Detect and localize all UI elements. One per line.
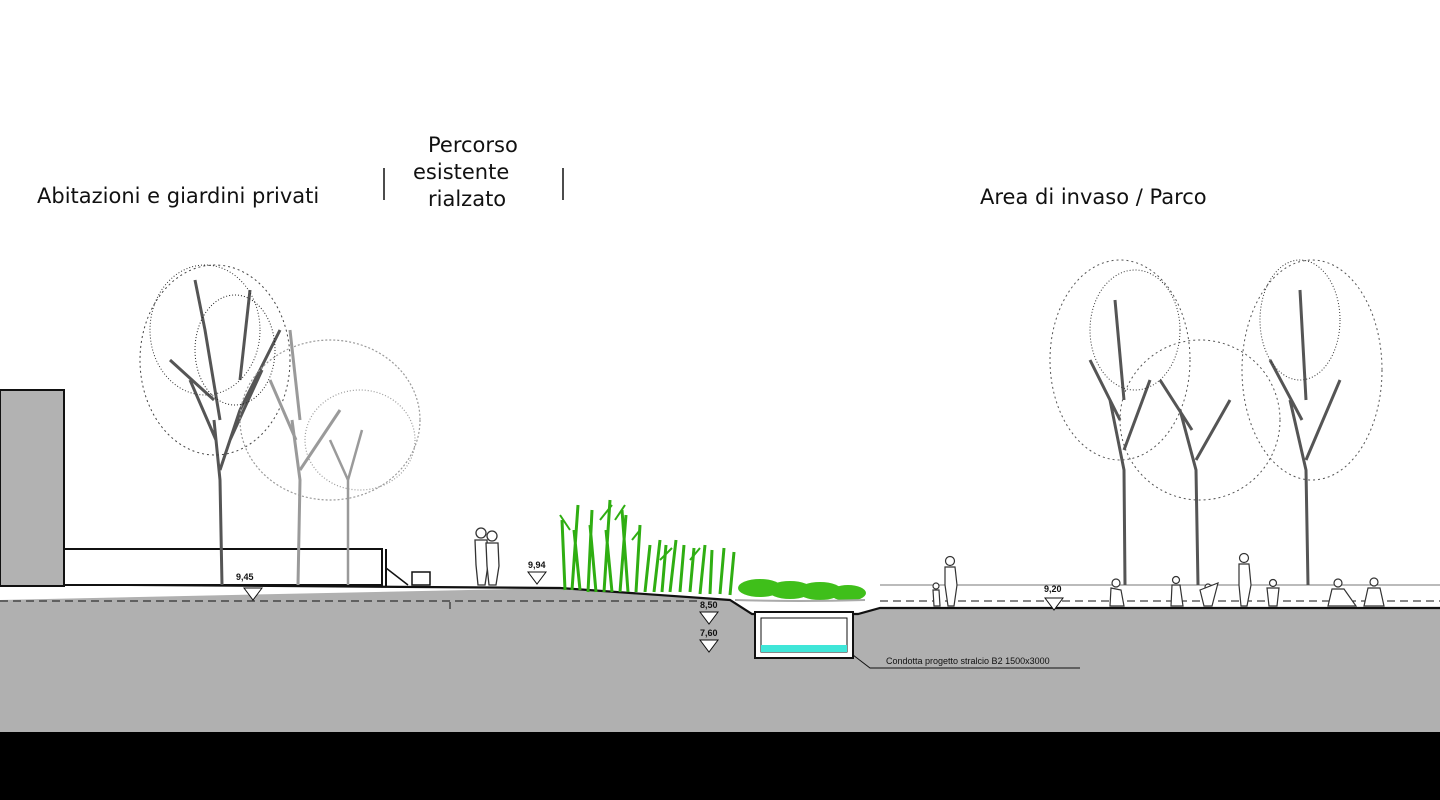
- tree-dark-right-1: [1049, 259, 1191, 586]
- zone-label-path-line-2: esistente: [413, 160, 510, 184]
- zone-label-path-line-1: Percorso: [428, 133, 518, 157]
- reed-vegetation: [559, 499, 736, 596]
- elevation-marker-park: 9,20: [1044, 584, 1064, 611]
- elevation-channel-bottom-text: 7,60: [700, 628, 718, 638]
- elevation-channel-top-text: 8,50: [700, 600, 718, 610]
- tree-dark-left-1: [139, 264, 291, 586]
- ground-profile-line: [0, 582, 1440, 616]
- bench-block: [411, 571, 431, 586]
- conduit-leader-line: [852, 654, 1080, 669]
- conduit-note-text: Condotta progetto stralcio B2 1500x3000: [886, 656, 1050, 666]
- elevation-path-text: 9,94: [528, 560, 546, 570]
- tree-dark-right-2: [1119, 339, 1281, 586]
- shrub-soil-line: [734, 599, 866, 602]
- ramp-step: [385, 567, 409, 586]
- bottom-black-band: [0, 732, 1440, 800]
- elevation-garden-text: 9,45: [236, 572, 254, 582]
- zone-label-path-line-3: rialzato: [428, 187, 507, 211]
- zone-label-park: Area di invaso / Parco: [980, 185, 1207, 209]
- elevation-park-text: 9,20: [1044, 584, 1062, 594]
- elevation-marker-channel-top: 8,50: [699, 600, 719, 625]
- tree-dark-right-3: [1241, 259, 1383, 586]
- tree-light-left-2: [239, 329, 421, 586]
- zone-label-houses: Abitazioni e giardini privati: [37, 184, 320, 208]
- park-people: [932, 552, 1385, 607]
- conduit-water: [761, 645, 847, 652]
- ground-section: [0, 588, 1440, 732]
- zone-label-path: Percorso esistente rialzato: [413, 132, 518, 213]
- elevation-marker-path: 9,94: [527, 560, 547, 585]
- building: [0, 389, 65, 587]
- shrub-vegetation: [738, 579, 866, 601]
- elevation-marker-garden: 9,45: [236, 572, 263, 601]
- people-couple: [474, 527, 500, 586]
- elevation-marker-channel-bottom: 7,60: [699, 628, 719, 653]
